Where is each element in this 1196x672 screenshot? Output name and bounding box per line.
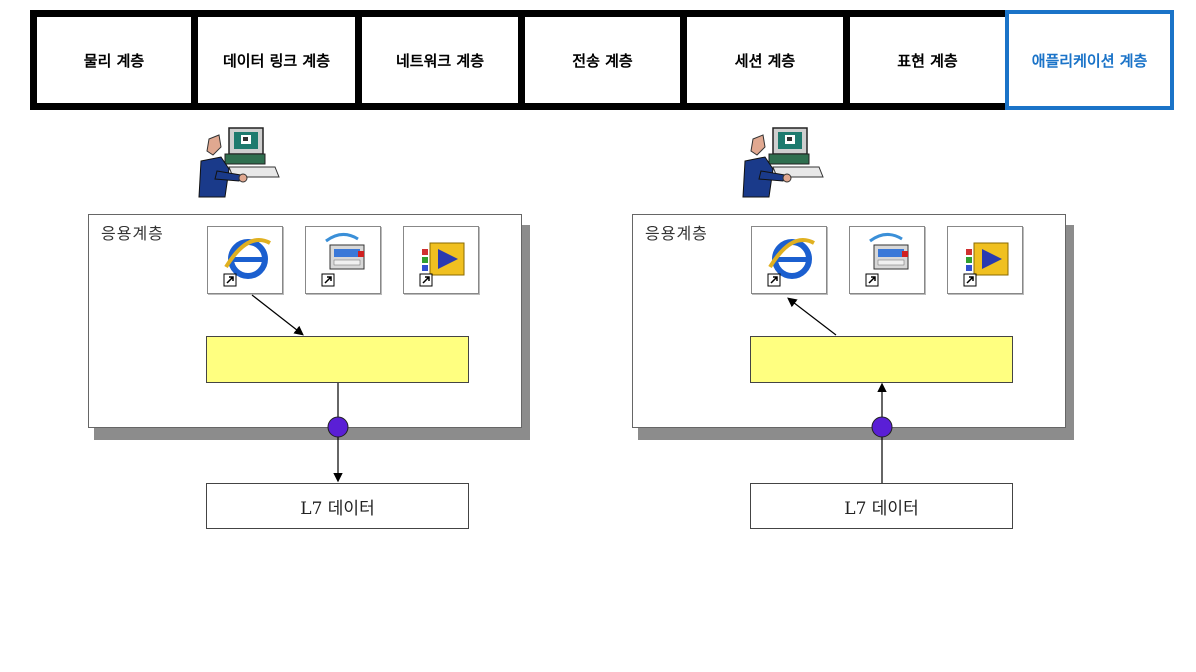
- tab-data-link-layer[interactable]: 데이터 링크 계층: [198, 17, 355, 103]
- tab-physical-layer[interactable]: 물리 계층: [37, 17, 191, 103]
- tab-session-layer[interactable]: 세션 계층: [687, 17, 843, 103]
- protocol-bar: [206, 336, 469, 383]
- l7-data-box: L7 데이터: [750, 483, 1013, 529]
- l7-data-box: L7 데이터: [206, 483, 469, 529]
- receiver-diagram: 응용계층 L7 데이터: [624, 125, 1094, 545]
- tab-application-layer[interactable]: 애플리케이션 계층: [1005, 10, 1174, 110]
- internet-explorer-icon[interactable]: [751, 226, 827, 294]
- sender-diagram: 응용계층 L7 데이터: [80, 125, 550, 545]
- user-computer-icon: [198, 127, 280, 198]
- network-share-icon[interactable]: [305, 226, 381, 294]
- data-flow-arrows: [787, 297, 893, 483]
- layer-label: 응용계층: [645, 224, 708, 243]
- protocol-bar: [750, 336, 1013, 383]
- internet-explorer-icon[interactable]: [207, 226, 283, 294]
- media-player-icon[interactable]: [947, 226, 1023, 294]
- network-share-icon[interactable]: [849, 226, 925, 294]
- user-computer-icon: [742, 127, 824, 198]
- media-player-icon[interactable]: [403, 226, 479, 294]
- tab-transport-layer[interactable]: 전송 계층: [525, 17, 680, 103]
- tab-network-layer[interactable]: 네트워크 계층: [362, 17, 518, 103]
- layer-label: 응용계층: [101, 224, 164, 243]
- data-flow-arrows: [251, 294, 349, 483]
- osi-layer-tabs: 물리 계층 데이터 링크 계층 네트워크 계층 전송 계층 세션 계층 표현 계…: [30, 10, 1174, 110]
- tab-presentation-layer[interactable]: 표현 계층: [850, 17, 1005, 103]
